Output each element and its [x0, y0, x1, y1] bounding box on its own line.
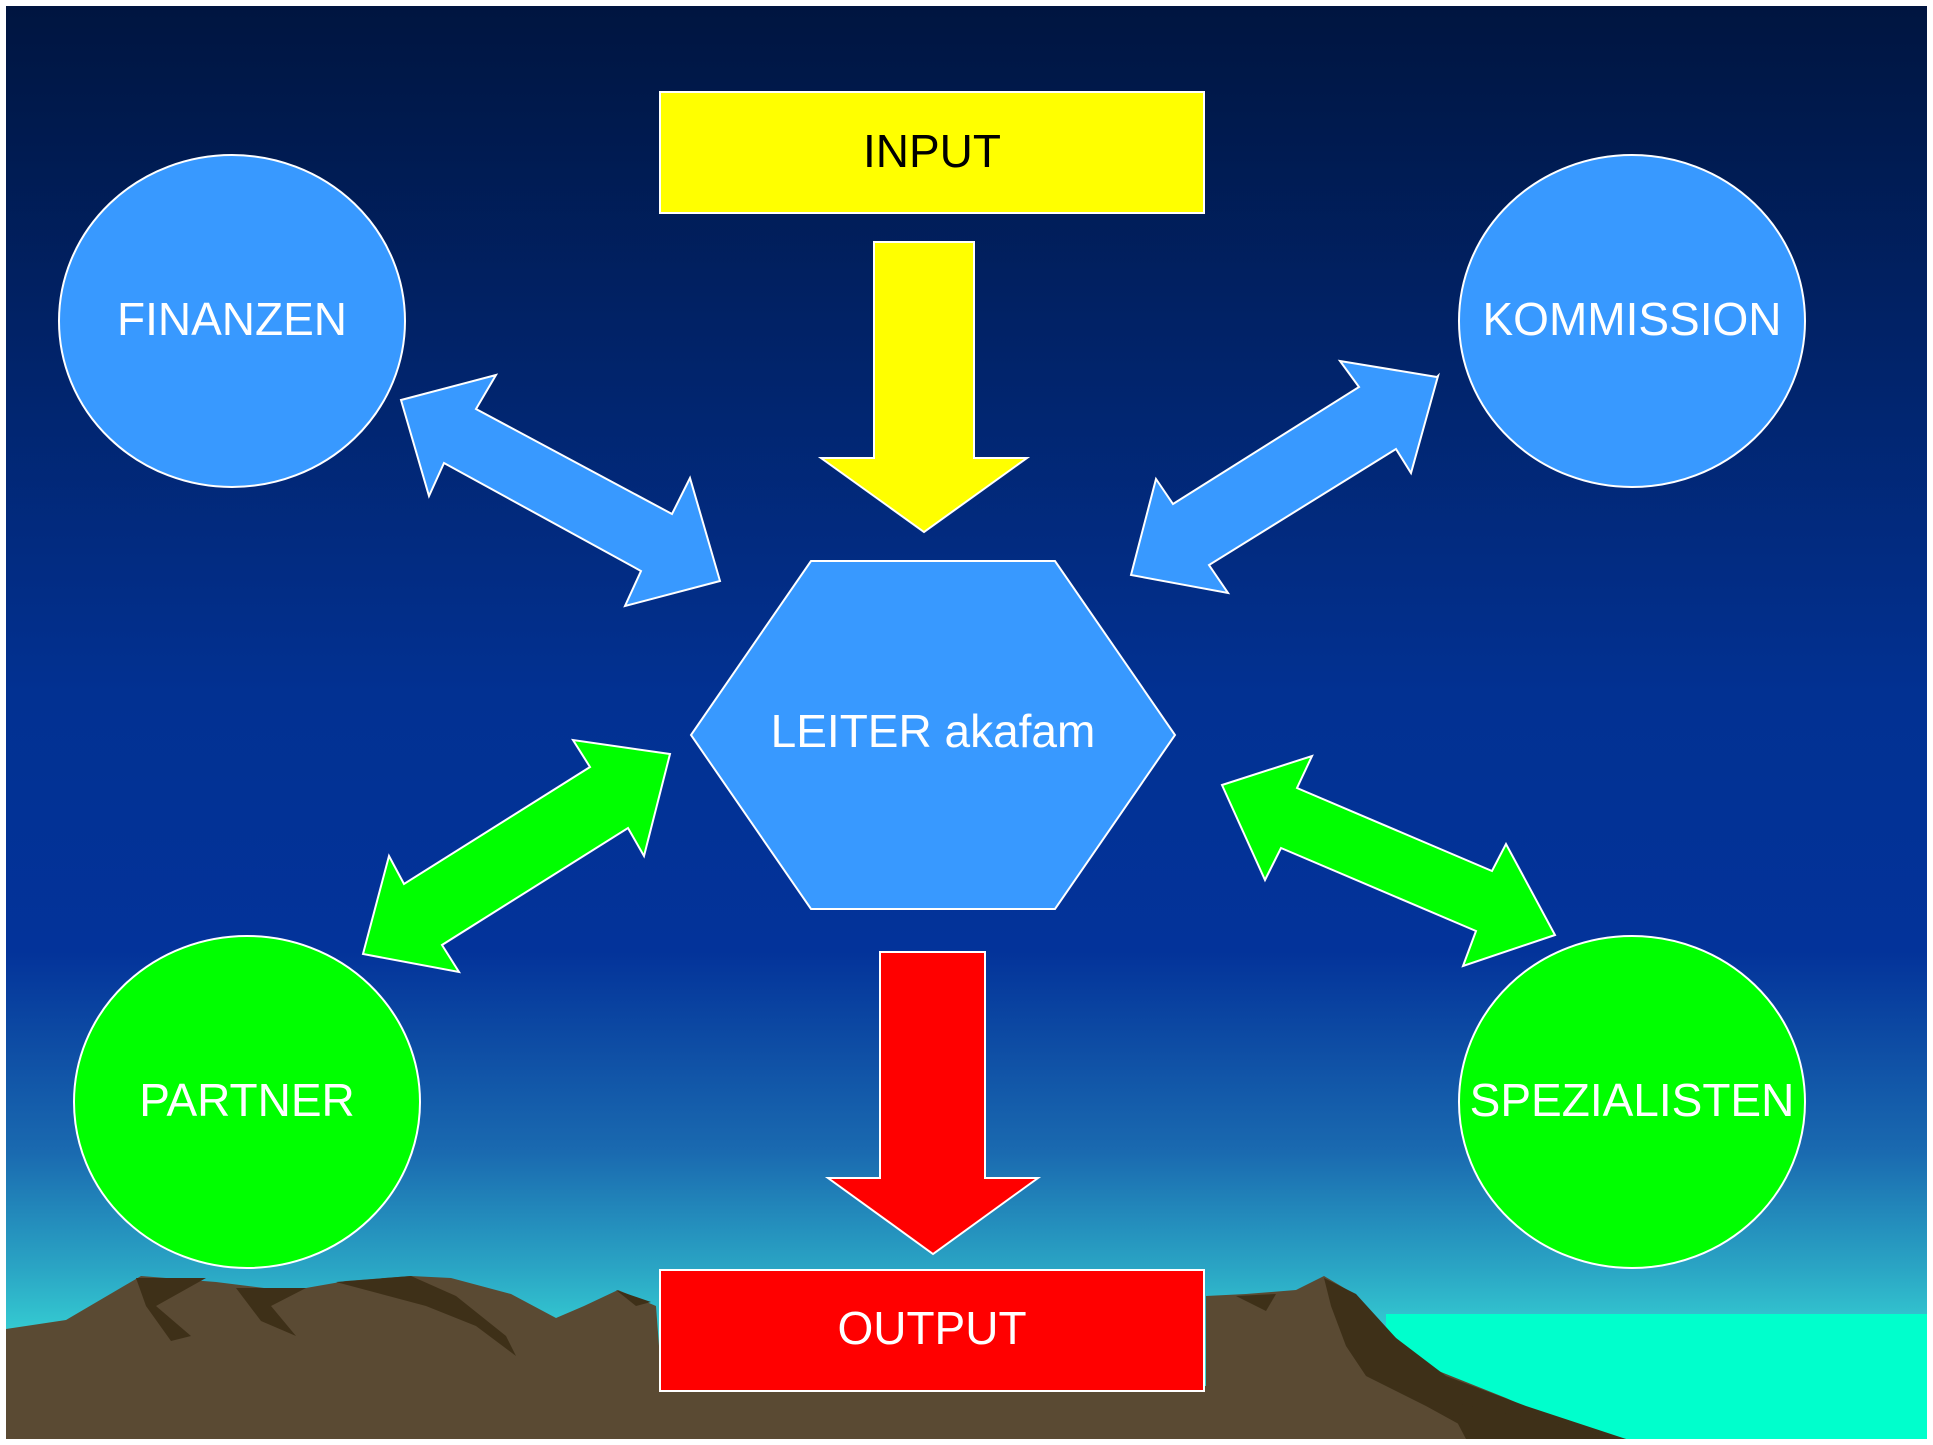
arrow-finanzen-leiter — [399, 373, 722, 608]
arrow-spezialisten-leiter — [1220, 754, 1557, 968]
diagram-slide: INPUT OUTPUT LEITER akafam FINANZEN KOMM… — [6, 6, 1927, 1439]
diagram-canvas: INPUT OUTPUT LEITER akafam FINANZEN KOMM… — [6, 6, 1927, 1439]
input-label: INPUT — [863, 125, 1001, 177]
output-arrow — [824, 951, 1042, 1256]
partner-label: PARTNER — [139, 1074, 355, 1126]
output-box: OUTPUT — [659, 1269, 1205, 1392]
input-arrow — [817, 241, 1031, 534]
center-label: LEITER akafam — [771, 705, 1096, 757]
output-label: OUTPUT — [837, 1302, 1026, 1354]
arrow-partner-leiter — [361, 738, 672, 974]
node-finanzen: FINANZEN — [58, 154, 406, 488]
node-kommission: KOMMISSION — [1458, 154, 1806, 488]
spezialisten-label: SPEZIALISTEN — [1470, 1074, 1795, 1126]
node-partner: PARTNER — [73, 935, 421, 1269]
finanzen-label: FINANZEN — [117, 293, 347, 345]
input-box: INPUT — [659, 91, 1205, 214]
node-spezialisten: SPEZIALISTEN — [1458, 935, 1806, 1269]
kommission-label: KOMMISSION — [1482, 293, 1781, 345]
arrow-kommission-leiter — [1129, 359, 1440, 595]
leader-hexagon: LEITER akafam — [689, 560, 1177, 910]
mountain-range — [6, 1276, 1626, 1439]
